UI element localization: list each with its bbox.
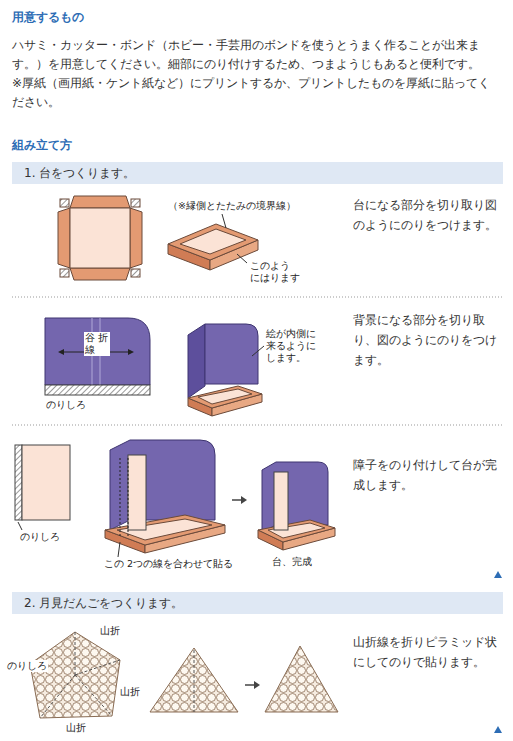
arrow-symbol [245, 681, 260, 689]
callout-label: このよう にはります [250, 260, 300, 284]
shoji-assembly [105, 440, 225, 553]
leader-line [118, 542, 120, 557]
dango-pyramid [150, 648, 238, 712]
dango-net [30, 632, 120, 718]
leader-line [222, 214, 226, 228]
instruction-text: 背景になる部分を切り取り、図のようにのりをつけます。 [353, 310, 503, 370]
background-net [45, 318, 150, 395]
callout-label: のりしろ [6, 660, 48, 672]
page-top-icon [494, 726, 502, 733]
instruction-text: 台になる部分を切り取り図のようにのりをつけます。 [353, 195, 503, 235]
callout-label: 山折 [66, 722, 86, 734]
callout-label: 山折 [100, 625, 120, 637]
arrow-symbol [232, 496, 247, 504]
leader-line [18, 522, 22, 530]
section-title: 1. 台をつくります。 [12, 162, 503, 184]
separator [12, 297, 503, 298]
leader-line [252, 346, 264, 356]
base-net [58, 196, 142, 280]
dango-pyramid [265, 646, 338, 712]
callout-label: のりしろ [20, 531, 60, 543]
section-title: 2. 月見だんごをつくります。 [12, 592, 503, 614]
page-top-icon [494, 571, 502, 578]
section-band: 2. 月見だんごをつくります。 [12, 592, 503, 614]
callout-label: のりしろ [46, 399, 86, 411]
instruction-text: 山折線を折りピラミッド状にしてのりで貼ります。 [353, 632, 503, 672]
separator [12, 425, 503, 426]
callout-label: この 2つの線を合わせて貼る [104, 558, 233, 570]
finished-base [258, 462, 335, 550]
callout-label: 台、完成 [272, 556, 312, 568]
section-band: 1. 台をつくります。 [12, 162, 503, 184]
section-heading: 用意するもの [12, 8, 84, 26]
callout-label: 山折 [120, 686, 140, 698]
background-assembly [188, 324, 262, 416]
instruction-text: 障子をのり付けして台が完成します。 [353, 455, 503, 495]
leader-line [237, 254, 247, 263]
base-tray [168, 224, 258, 270]
callout-label: 谷 折線 [84, 332, 110, 356]
instruction-text: ハサミ・カッター・ボンド（ホビー・手芸用のボンドを使うとうまく作ることが出来ます… [12, 36, 502, 74]
shoji-panel [15, 445, 70, 520]
callout-label: （※縁側とたたみの境界線） [168, 200, 296, 212]
section-heading: 組み立て方 [12, 136, 72, 154]
callout-label: 絵が内側に 来るように します。 [266, 328, 324, 364]
instruction-text: ※厚紙（画用紙・ケント紙など）にプリントするか、プリントしたものを厚紙に貼ってく… [12, 74, 502, 112]
